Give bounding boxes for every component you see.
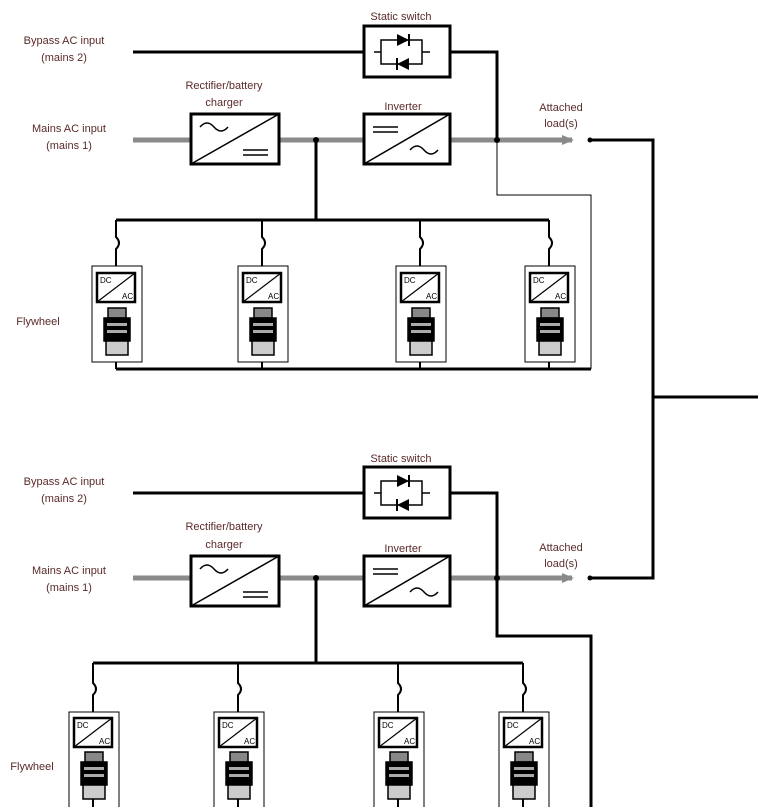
inverter-label: Inverter bbox=[384, 543, 422, 555]
svg-text:AC: AC bbox=[244, 737, 255, 746]
load-sublabel: load(s) bbox=[544, 558, 578, 570]
svg-text:DC: DC bbox=[100, 276, 112, 285]
rectifier-label: Rectifier/battery bbox=[185, 521, 263, 533]
svg-text:AC: AC bbox=[99, 737, 110, 746]
flywheel-module-2: DC AC bbox=[213, 663, 265, 807]
svg-text:DC: DC bbox=[507, 721, 519, 730]
load-interconnect bbox=[590, 138, 758, 580]
inverter-block bbox=[362, 112, 452, 166]
svg-text:AC: AC bbox=[529, 737, 540, 746]
svg-text:AC: AC bbox=[555, 292, 566, 301]
ups-unit-2: Bypass AC input (mains 2) Mains AC input… bbox=[10, 453, 593, 807]
rectifier-block bbox=[189, 554, 281, 608]
svg-text:AC: AC bbox=[122, 292, 133, 301]
svg-text:DC: DC bbox=[246, 276, 258, 285]
flywheel-module-4: DC AC bbox=[524, 220, 576, 369]
flywheel-label: Flywheel bbox=[16, 316, 59, 328]
load-sublabel: load(s) bbox=[544, 118, 578, 130]
static-switch bbox=[362, 24, 452, 79]
mains-label: Mains AC input bbox=[32, 565, 106, 577]
inverter-block bbox=[362, 554, 452, 608]
svg-text:DC: DC bbox=[404, 276, 416, 285]
ups-unit-1: Bypass AC input (mains 2) Mains AC input… bbox=[16, 11, 593, 371]
svg-text:DC: DC bbox=[77, 721, 89, 730]
flywheel-module-1: DC AC bbox=[91, 220, 143, 369]
rectifier-block bbox=[189, 112, 281, 166]
mains-sublabel: (mains 1) bbox=[46, 582, 92, 594]
mains-label: Mains AC input bbox=[32, 123, 106, 135]
static-switch-label: Static switch bbox=[370, 453, 431, 465]
flywheel-module-1: DC AC bbox=[68, 663, 120, 807]
svg-text:AC: AC bbox=[404, 737, 415, 746]
bypass-label: Bypass AC input bbox=[24, 35, 105, 47]
rectifier-sublabel: charger bbox=[205, 539, 243, 551]
mains-sublabel: (mains 1) bbox=[46, 140, 92, 152]
static-switch-label: Static switch bbox=[370, 11, 431, 23]
svg-text:AC: AC bbox=[268, 292, 279, 301]
svg-text:DC: DC bbox=[533, 276, 545, 285]
flywheel-module-3: DC AC bbox=[395, 220, 447, 369]
bypass-label: Bypass AC input bbox=[24, 476, 105, 488]
flywheel-module-3: DC AC bbox=[373, 663, 425, 807]
svg-text:AC: AC bbox=[426, 292, 437, 301]
svg-text:DC: DC bbox=[222, 721, 234, 730]
rectifier-label: Rectifier/battery bbox=[185, 80, 263, 92]
rectifier-sublabel: charger bbox=[205, 97, 243, 109]
bypass-sublabel: (mains 2) bbox=[41, 493, 87, 505]
bypass-sublabel: (mains 2) bbox=[41, 52, 87, 64]
flywheel-module-2: DC AC bbox=[237, 220, 289, 369]
static-switch bbox=[362, 465, 452, 520]
flywheel-module-4: DC AC bbox=[498, 663, 550, 807]
inverter-label: Inverter bbox=[384, 101, 422, 113]
svg-text:DC: DC bbox=[382, 721, 394, 730]
load-label: Attached bbox=[539, 102, 582, 114]
load-label: Attached bbox=[539, 542, 582, 554]
flywheel-label: Flywheel bbox=[10, 761, 53, 773]
